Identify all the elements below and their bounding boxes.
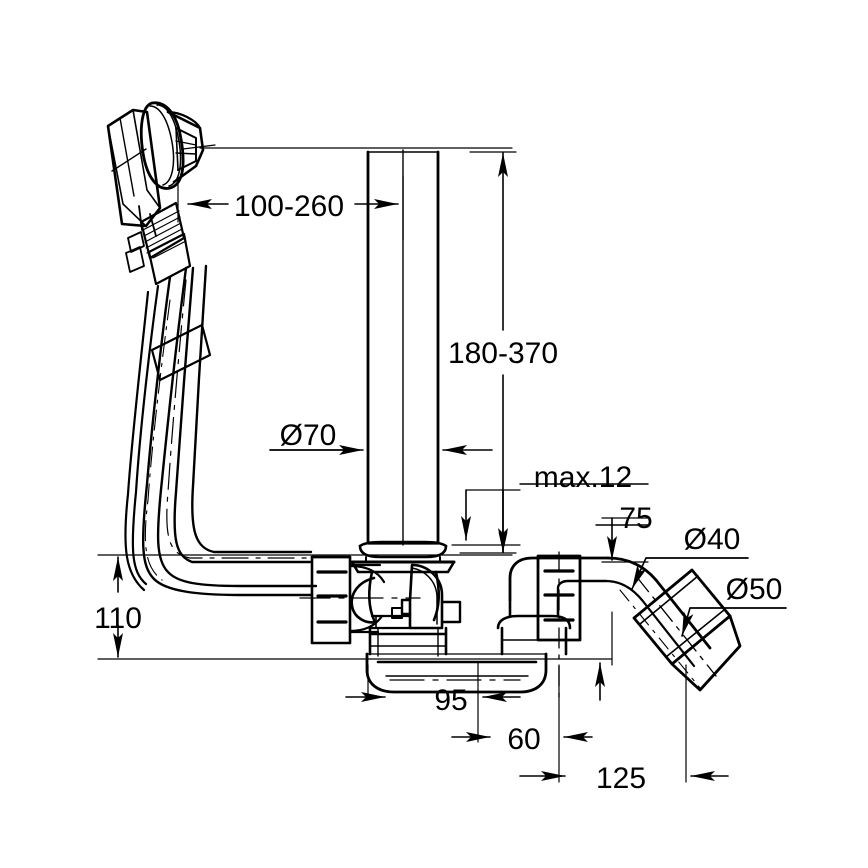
- dimension-label-75: 75: [619, 502, 652, 535]
- dimension-label-180-370: 180-370: [448, 337, 558, 370]
- label-underlines: [269, 449, 787, 609]
- dimension-label-125: 125: [596, 762, 646, 795]
- dimension-label-max-12: max.12: [534, 461, 632, 494]
- trap-bowl: [365, 652, 548, 694]
- dimension-label-110: 110: [94, 602, 142, 635]
- overflow-standpipe: [358, 149, 448, 563]
- dimension-label-60: 60: [507, 723, 540, 756]
- dimension-arrows: [113, 152, 729, 781]
- left-connector-nut: [299, 555, 421, 645]
- dimension-label-diameter-70: Ø70: [280, 419, 337, 452]
- dimension-label-100-260: 100-260: [234, 190, 344, 223]
- control-knob-assembly: [106, 101, 216, 286]
- dimension-label-diameter-40: Ø40: [684, 523, 741, 556]
- drain-body: [350, 560, 462, 657]
- flexible-cable: [124, 264, 318, 597]
- dimension-label-diameter-50: Ø50: [726, 573, 783, 606]
- outlet-elbow: [496, 551, 742, 701]
- dimension-labels: 100-260 180-370 Ø70 max.12 75 Ø40 Ø50 11…: [94, 190, 782, 795]
- dimension-label-95: 95: [434, 684, 467, 717]
- extension-lines: [97, 147, 687, 783]
